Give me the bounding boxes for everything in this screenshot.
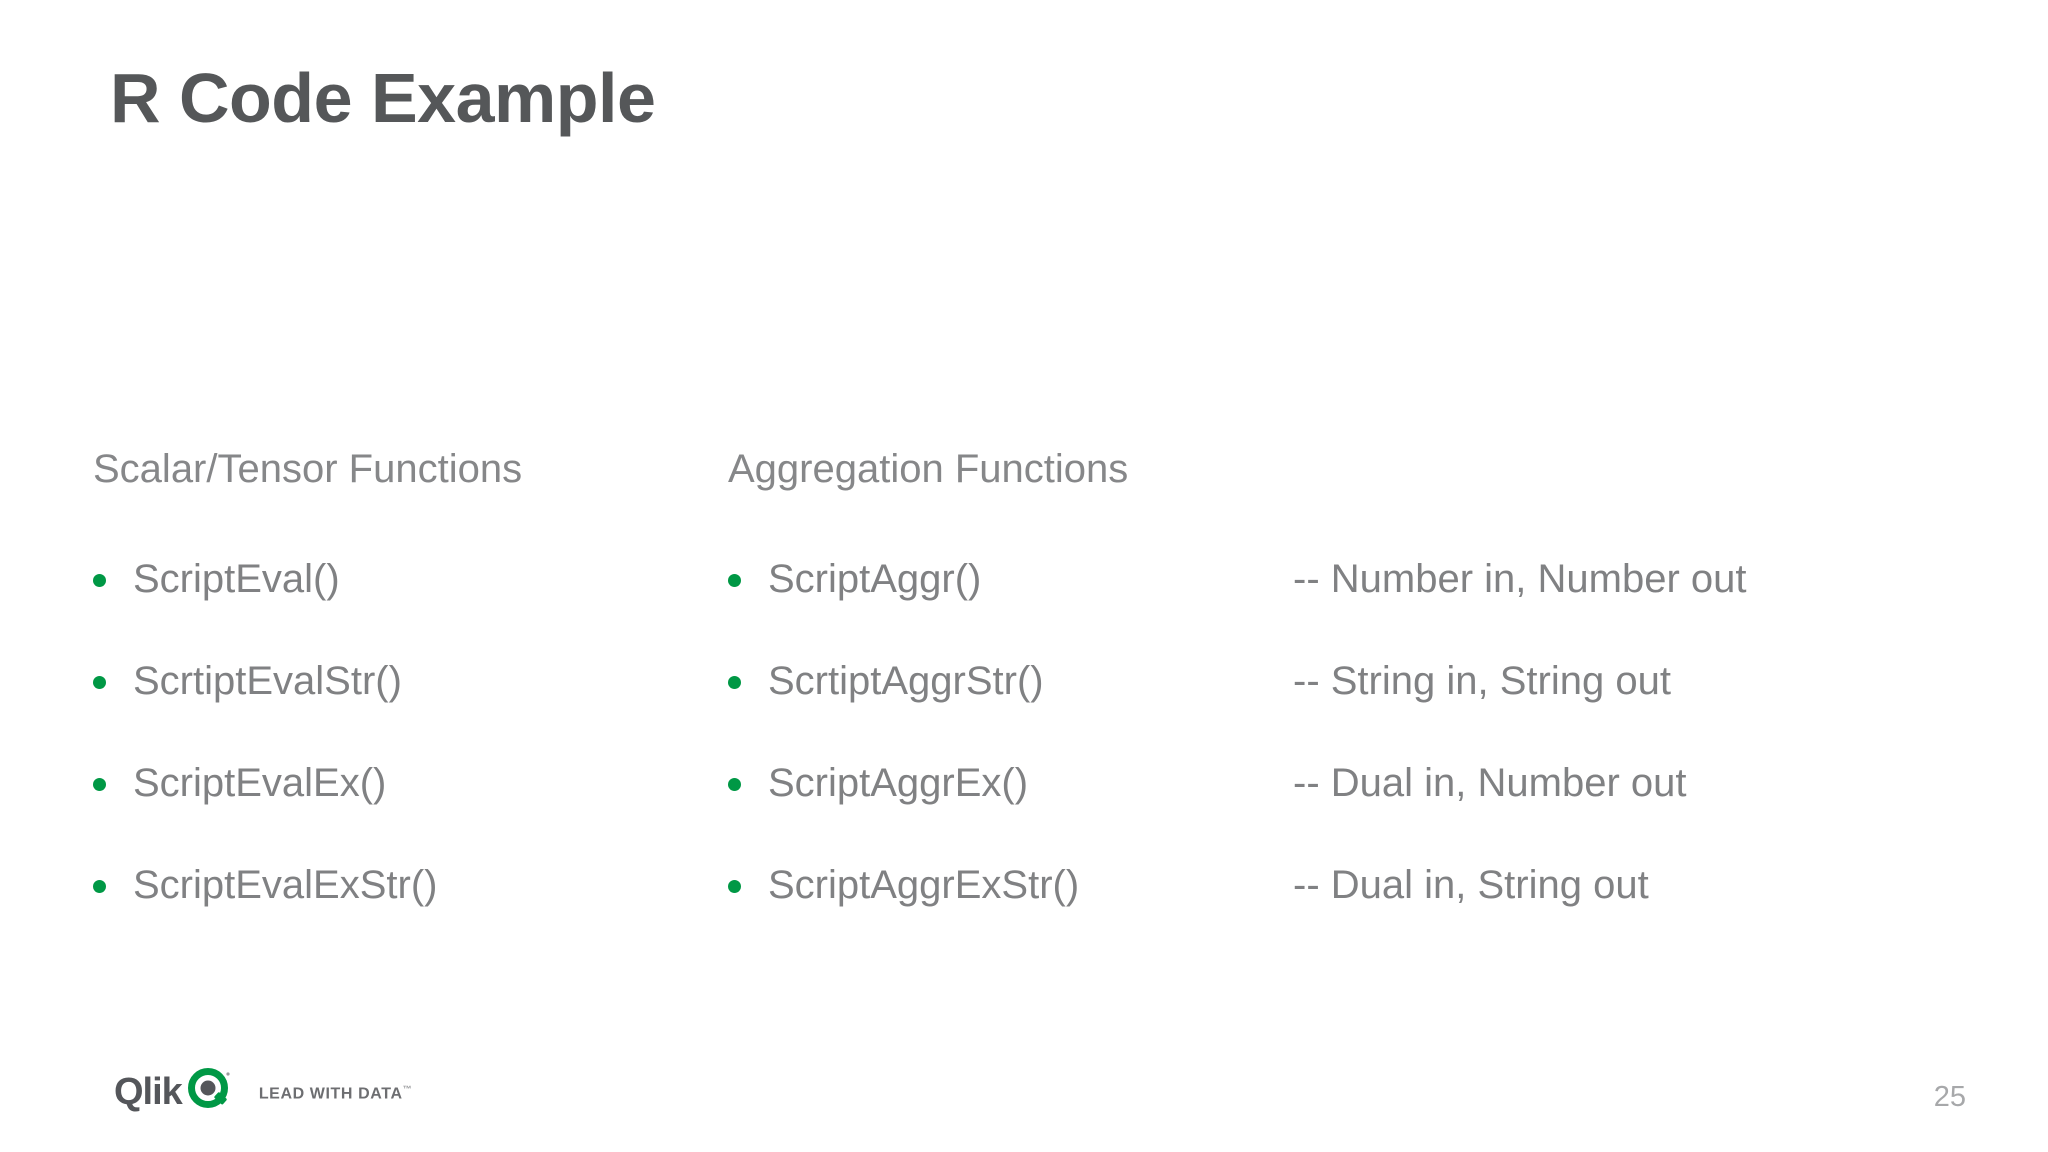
bullet-dot-icon [93, 880, 106, 893]
qlik-q-icon [187, 1067, 232, 1117]
list-item: -- Number in, Number out [1293, 555, 2013, 657]
list-item: -- String in, String out [1293, 657, 2013, 759]
note-label: -- String in, String out [1293, 659, 1671, 703]
bullet-dot-icon [728, 676, 741, 689]
list-item: -- Dual in, Number out [1293, 759, 2013, 861]
brand-logo: Qlik LEAD WITH DATA™ [114, 1067, 412, 1117]
column-header-aggregation: Aggregation Functions [728, 447, 1129, 491]
bullet-dot-icon [93, 676, 106, 689]
column-header-scalar-tensor: Scalar/Tensor Functions [93, 447, 523, 491]
list-item: ScriptEval() [93, 555, 723, 657]
list-item-label: ScriptEvalEx() [133, 761, 387, 805]
qlik-wordmark: Qlik [114, 1071, 183, 1113]
list-item: ScrtiptEvalStr() [93, 657, 723, 759]
list-item-label: ScriptAggrExStr() [768, 863, 1080, 907]
list-item: -- Dual in, String out [1293, 861, 2013, 963]
list-item-label: ScrtiptEvalStr() [133, 659, 402, 703]
list-item: ScriptAggrExStr() [728, 861, 1288, 963]
list-scalar-tensor-functions: ScriptEval() ScrtiptEvalStr() ScriptEval… [93, 555, 723, 963]
brand-tagline-text: LEAD WITH DATA [258, 1085, 403, 1103]
list-item: ScriptAggr() [728, 555, 1288, 657]
note-label: -- Dual in, Number out [1293, 761, 1687, 805]
list-item: ScriptAggrEx() [728, 759, 1288, 861]
bullet-dot-icon [728, 574, 741, 587]
list-item: ScrtiptAggrStr() [728, 657, 1288, 759]
bullet-dot-icon [93, 574, 106, 587]
list-item-label: ScriptAggrEx() [768, 761, 1029, 805]
bullet-dot-icon [728, 778, 741, 791]
list-item: ScriptEvalExStr() [93, 861, 723, 963]
list-item-label: ScrtiptAggrStr() [768, 659, 1044, 703]
list-item-label: ScriptEvalExStr() [133, 863, 438, 907]
bullet-dot-icon [93, 778, 106, 791]
note-label: -- Number in, Number out [1293, 557, 1747, 601]
list-aggregation-functions: ScriptAggr() ScrtiptAggrStr() ScriptAggr… [728, 555, 1288, 963]
note-label: -- Dual in, String out [1293, 863, 1649, 907]
page-title: R Code Example [110, 59, 656, 137]
list-item-label: ScriptEval() [133, 557, 340, 601]
list-signature-notes: -- Number in, Number out -- String in, S… [1293, 555, 2013, 963]
page-number: 25 [1933, 1081, 1966, 1113]
list-item-label: ScriptAggr() [768, 557, 982, 601]
list-item: ScriptEvalEx() [93, 759, 723, 861]
brand-tagline: LEAD WITH DATA™ [259, 1085, 412, 1102]
bullet-dot-icon [728, 880, 741, 893]
trademark-symbol: ™ [402, 1084, 413, 1095]
